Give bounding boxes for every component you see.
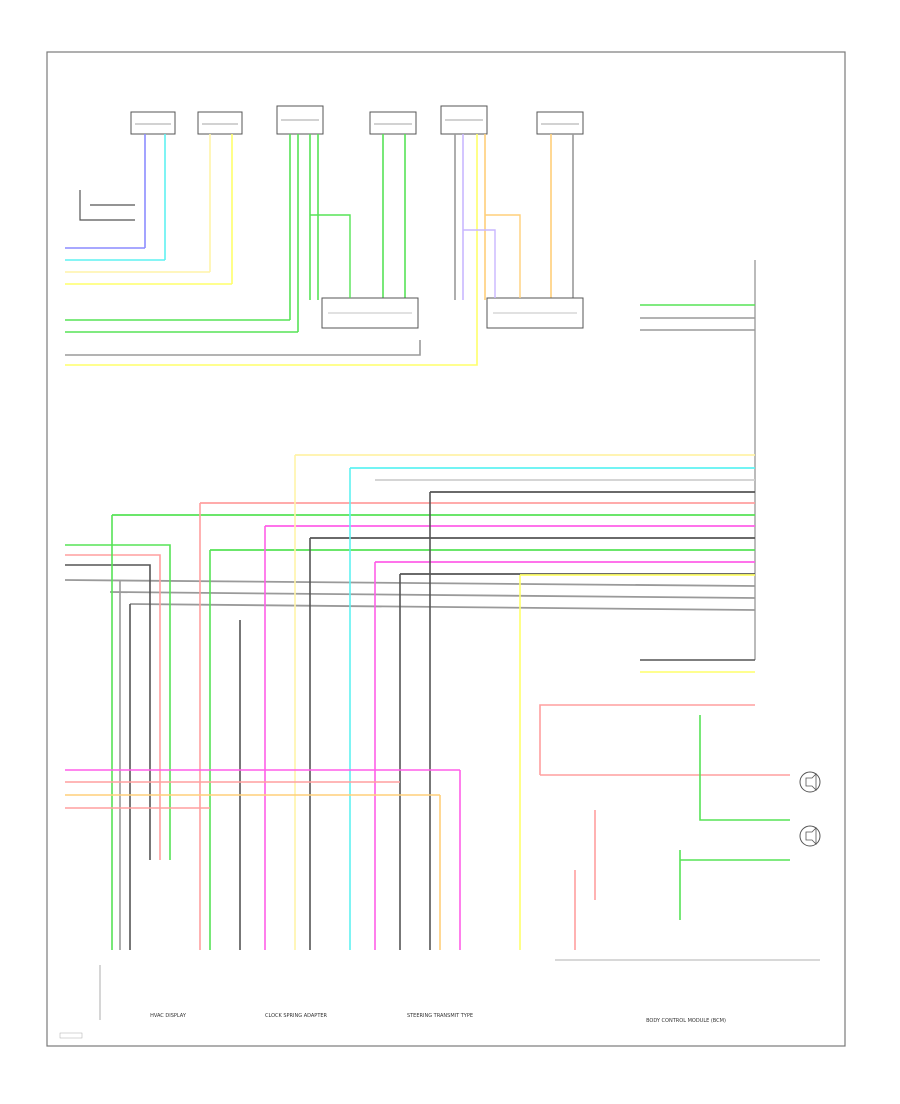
connector-c5 [440, 105, 488, 135]
vertical-drops [111, 455, 521, 950]
top-right-wires [640, 304, 755, 331]
top-horizontal-wires [65, 247, 478, 366]
label-hvac-display: HVAC DISPLAY [150, 1013, 187, 1019]
top-junction-boxes [321, 297, 584, 329]
label-clock-spring: CLOCK SPRING ADAPTER [265, 1013, 328, 1019]
connector-c2 [197, 111, 243, 135]
connector-c3 [276, 105, 324, 135]
label-steering-wheel: STEERING TRANSMIT TYPE [407, 1013, 473, 1019]
right-lower-loops [539, 704, 790, 950]
top-cross-links [310, 214, 521, 298]
top-left-bracket [79, 190, 135, 221]
lower-horizontal-wires [65, 769, 460, 809]
bottom-separators [99, 959, 820, 1020]
speaker-icon [799, 771, 821, 793]
right-side-wires [640, 659, 755, 673]
diagram-frame [46, 51, 846, 1047]
speaker-icon [799, 825, 821, 847]
bus-wires [64, 454, 756, 611]
connector-c6 [536, 111, 584, 135]
top-connectors [130, 105, 584, 135]
connector-c1 [130, 111, 176, 135]
page-marker [59, 1032, 83, 1039]
connector-c4 [369, 111, 417, 135]
top-vertical-wires [144, 134, 574, 360]
label-body-control: BODY CONTROL MODULE (BCM) [646, 1018, 726, 1024]
left-input-wires [65, 544, 171, 860]
